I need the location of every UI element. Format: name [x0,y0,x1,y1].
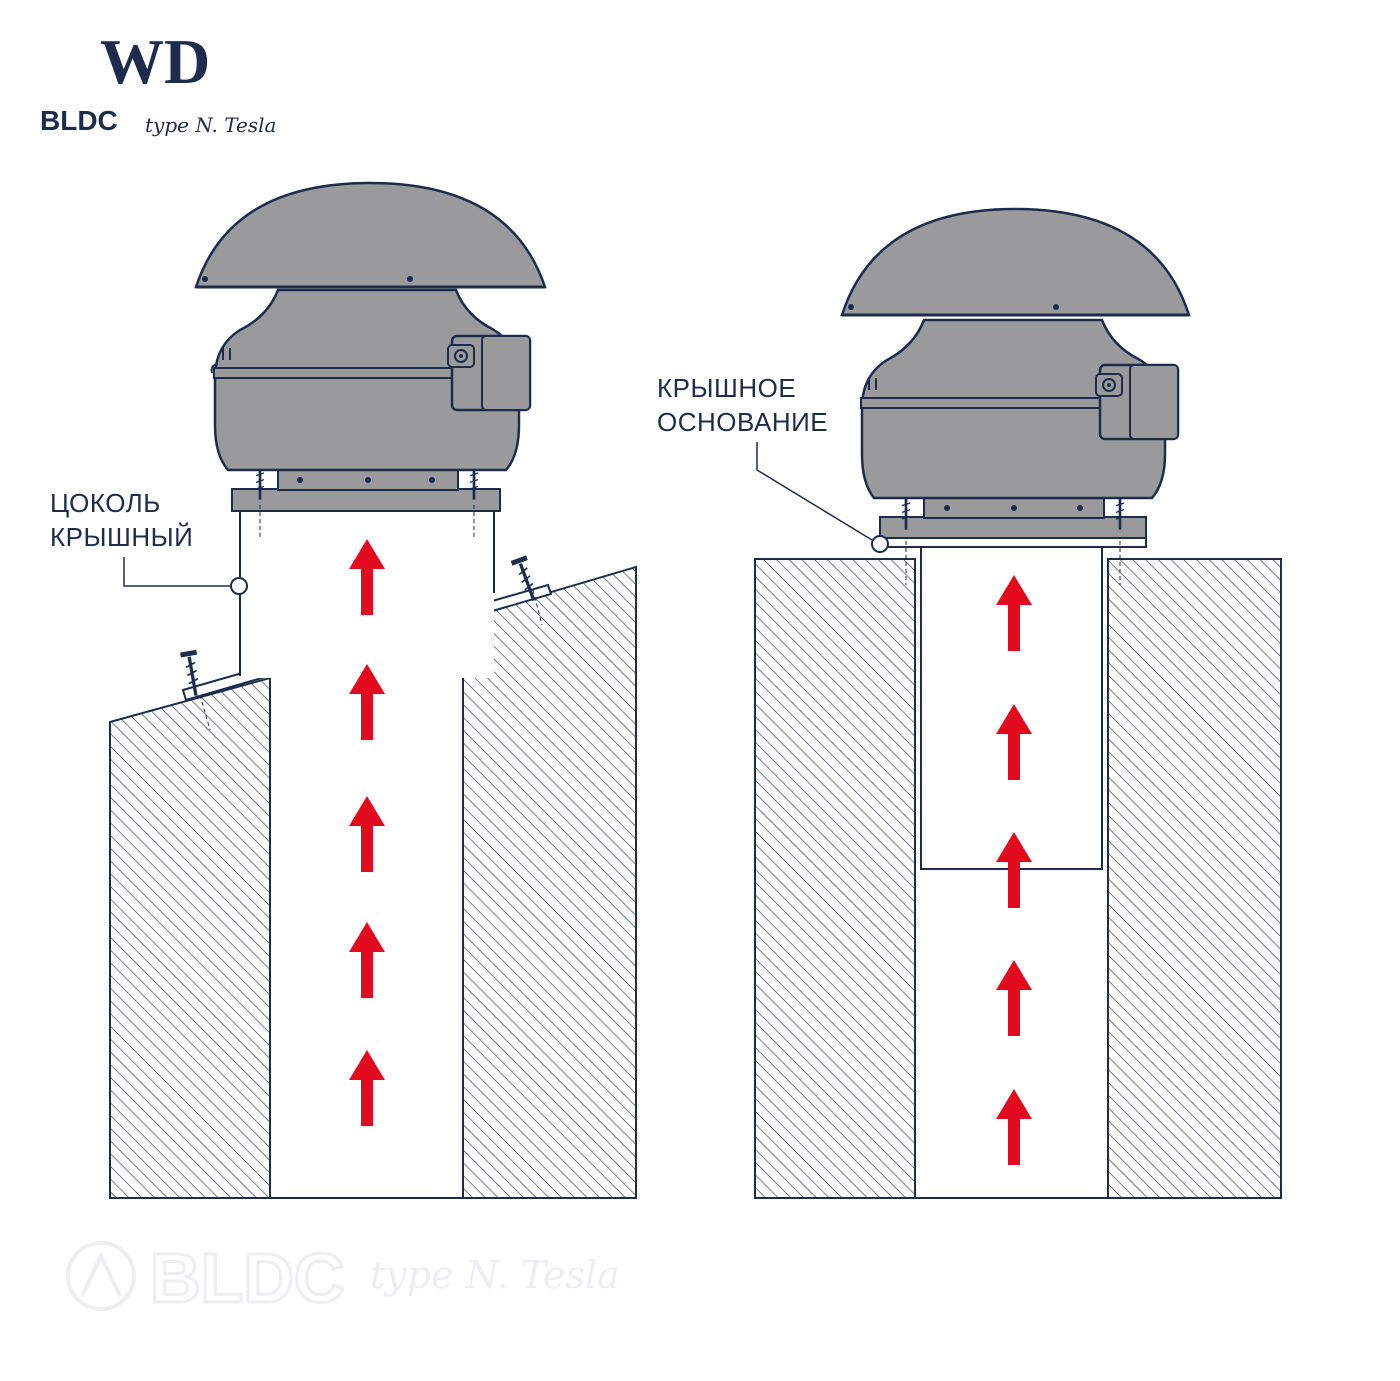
watermark: BLDC typе N. Tesla [66,1238,620,1319]
left-installation: ЦОКОЛЬ КРЫШНЫЙ [50,181,637,1199]
left-wall-left [109,676,271,1199]
brand-logo: WD BLDC typе N. Tesla [40,26,276,137]
label-osnovanie-line2: ОСНОВАНИЕ [657,407,828,437]
watermark-script: typе N. Tesla [370,1253,620,1297]
right-wall-right [1107,558,1282,1199]
left-roof-fan [194,181,547,491]
brand-logo-wd: WD [100,26,210,97]
right-fan-cap [840,207,1191,317]
left-flange [231,488,501,512]
label-tsokol-line2: КРЫШНЫЙ [50,522,193,552]
label-tsokol-line1: ЦОКОЛЬ [50,488,161,518]
watermark-bldc: BLDC [150,1239,344,1317]
right-installation: КРЫШНОЕ ОСНОВАНИЕ [657,207,1282,1199]
right-callout: КРЫШНОЕ ОСНОВАНИЕ [657,373,889,553]
brand-logo-bldc: BLDC [40,105,118,136]
right-wall-left [754,558,916,1199]
label-osnovanie-line1: КРЫШНОЕ [657,373,796,403]
left-callout: ЦОКОЛЬ КРЫШНЫЙ [50,488,248,595]
right-flange [879,516,1147,539]
left-fan-cap [194,181,547,289]
right-roof-fan [840,207,1191,519]
brand-logo-script: typе N. Tesla [145,113,276,137]
